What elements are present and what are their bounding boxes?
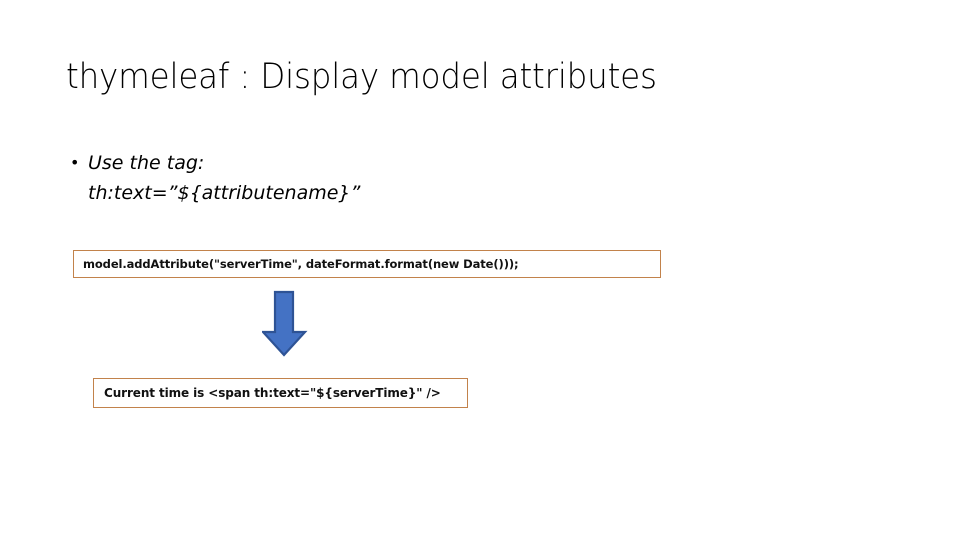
template-markup-code-box: Current time is <span th:text="${serverT…	[93, 378, 468, 408]
list-item: • Use the tag:	[66, 148, 686, 178]
page-title: thymeleaf : Display model attributes	[66, 57, 657, 97]
bullet-point-icon: •	[70, 153, 80, 172]
bullet-line-primary: Use the tag:	[88, 152, 205, 174]
model-attribute-code-text: model.addAttribute("serverTime", dateFor…	[83, 257, 519, 271]
template-markup-code-text: Current time is <span th:text="${serverT…	[104, 386, 441, 400]
bullet-list: • Use the tag: th:text=”${attributename}…	[66, 148, 686, 208]
bullet-line-secondary: th:text=”${attributename}”	[88, 182, 361, 204]
down-arrow-icon	[260, 290, 310, 360]
model-attribute-code-box: model.addAttribute("serverTime", dateFor…	[73, 250, 661, 278]
